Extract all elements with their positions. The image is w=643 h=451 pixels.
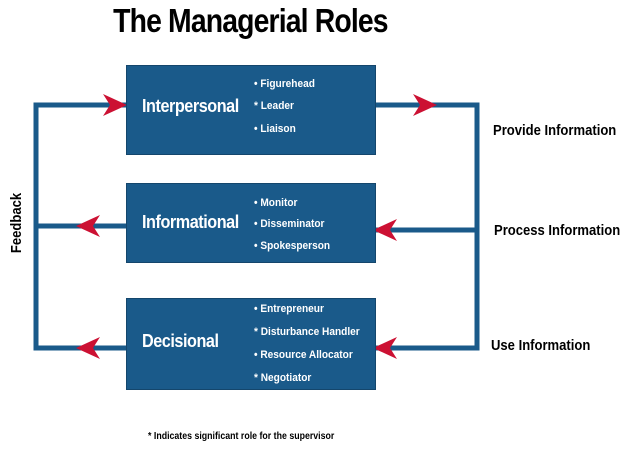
arrowhead-icon bbox=[373, 337, 397, 359]
arrowhead-icon bbox=[373, 219, 397, 241]
informational-label: Informational bbox=[142, 212, 239, 232]
diagram-title: The Managerial Roles bbox=[113, 2, 388, 39]
arrowhead-icon bbox=[103, 94, 127, 116]
arrowhead-icon bbox=[76, 215, 100, 237]
interpersonal-box: Interpersonal • Figurehead * Leader • Li… bbox=[126, 65, 376, 155]
feedback-label-text: Feedback bbox=[9, 192, 25, 254]
role-item: • Entrepreneur bbox=[254, 303, 324, 315]
interpersonal-label: Interpersonal bbox=[142, 96, 239, 116]
role-item: * Disturbance Handler bbox=[254, 326, 360, 338]
arrowhead-icon bbox=[413, 94, 437, 116]
role-item: * Negotiator bbox=[254, 372, 312, 384]
role-item: • Spokesperson bbox=[254, 240, 331, 252]
role-item: • Monitor bbox=[254, 197, 298, 209]
role-item: • Figurehead bbox=[254, 78, 315, 90]
role-item: • Liaison bbox=[254, 123, 296, 135]
footnote: * Indicates significant role for the sup… bbox=[148, 431, 335, 442]
provide-information-label: Provide Information bbox=[493, 123, 617, 139]
use-information-label: Use Information bbox=[491, 338, 591, 354]
role-item: • Disseminator bbox=[254, 218, 325, 230]
decisional-label: Decisional bbox=[142, 331, 219, 351]
role-item: * Leader bbox=[254, 100, 294, 112]
decisional-role-list: • Entrepreneur * Disturbance Handler • R… bbox=[254, 304, 369, 384]
arrowhead-icon bbox=[76, 337, 100, 359]
decisional-box: Decisional • Entrepreneur * Disturbance … bbox=[126, 298, 376, 390]
interpersonal-role-list: • Figurehead * Leader • Liaison bbox=[254, 79, 320, 135]
feedback-label: Feedback bbox=[4, 183, 30, 263]
role-item: • Resource Allocator bbox=[254, 349, 353, 361]
informational-box: Informational • Monitor • Disseminator •… bbox=[126, 183, 376, 263]
process-information-label: Process Information bbox=[494, 223, 621, 239]
informational-role-list: • Monitor • Disseminator • Spokesperson bbox=[254, 198, 337, 252]
